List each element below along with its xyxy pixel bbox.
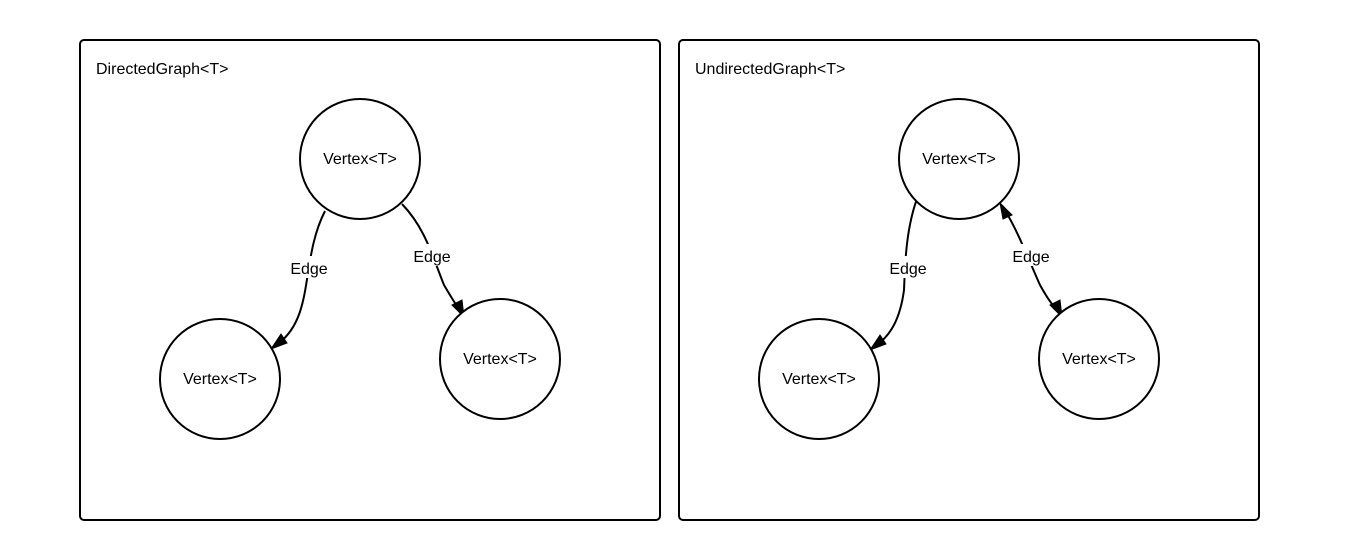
undirected-vertex-left-label: Vertex<T> — [782, 371, 856, 388]
undirected-vertex-left: Vertex<T> — [758, 318, 880, 440]
undirected-vertex-right-circle — [1038, 298, 1160, 420]
directed-edge-right-label: Edge — [413, 249, 450, 266]
undirected-vertex-right: Vertex<T> — [1038, 298, 1160, 420]
directed-vertex-top: Vertex<T> — [299, 98, 421, 220]
directed-graph-panel: DirectedGraph<T> Edge Edge Vertex<T> Ver… — [79, 39, 661, 521]
undirected-vertex-top-label: Vertex<T> — [922, 151, 996, 168]
undirected-vertex-top-circle — [898, 98, 1020, 220]
directed-graph-title: DirectedGraph<T> — [96, 61, 229, 78]
undirected-edge-right-label-bg — [1006, 244, 1056, 266]
directed-vertex-left-circle — [159, 318, 281, 440]
undirected-graph-title: UndirectedGraph<T> — [695, 61, 845, 78]
undirected-vertex-top: Vertex<T> — [898, 98, 1020, 220]
directed-vertex-right: Vertex<T> — [439, 298, 561, 420]
undirected-edge-left — [877, 195, 919, 345]
directed-edge-left-label-bg — [284, 256, 334, 278]
directed-edge-left-arrowhead — [269, 333, 288, 351]
directed-edge-left — [278, 210, 326, 344]
directed-edge-left-label: Edge — [290, 261, 327, 278]
undirected-vertex-left-circle — [758, 318, 880, 440]
undirected-graph-panel: UndirectedGraph<T> Edge Edge Vertex<T> V… — [678, 39, 1260, 521]
directed-vertex-left: Vertex<T> — [159, 318, 281, 440]
undirected-edge-left-arrowhead-bottom — [868, 334, 887, 352]
undirected-edge-left-label: Edge — [889, 261, 926, 278]
undirected-vertex-right-label: Vertex<T> — [1062, 351, 1136, 368]
directed-vertex-left-label: Vertex<T> — [183, 371, 257, 388]
undirected-edge-right-arrowhead-top — [999, 201, 1013, 220]
undirected-edge-right-label: Edge — [1012, 249, 1049, 266]
directed-edge-right-label-bg — [407, 244, 457, 266]
undirected-edge-left-label-bg — [883, 256, 933, 278]
directed-vertex-right-label: Vertex<T> — [463, 351, 537, 368]
undirected-edge-right-arrowhead-bottom — [1049, 299, 1063, 319]
directed-vertex-top-circle — [299, 98, 421, 220]
directed-vertex-right-circle — [439, 298, 561, 420]
directed-vertex-top-label: Vertex<T> — [323, 151, 397, 168]
